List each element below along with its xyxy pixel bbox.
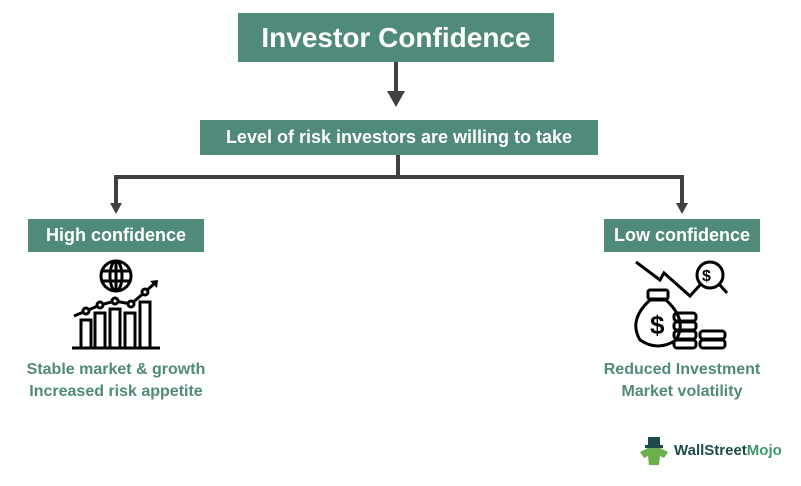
wallstreetmojo-logo-icon (640, 437, 668, 465)
subtitle-box: Level of risk investors are willing to t… (200, 120, 598, 155)
title-box: Investor Confidence (238, 13, 554, 62)
high-confidence-effects: Stable market & growth Increased risk ap… (0, 359, 232, 403)
arrow-down-icon (387, 91, 405, 107)
low-confidence-effects: Reduced Investment Market volatility (572, 359, 792, 403)
arrow-down-icon (676, 203, 688, 214)
effect-line: Increased risk appetite (29, 383, 203, 400)
globe-growth-chart-icon (72, 259, 160, 350)
low-confidence-box: Low confidence (604, 219, 760, 252)
high-confidence-box: High confidence (28, 219, 204, 252)
brand-mojo: Mojo (746, 442, 782, 459)
brand-name: WallStreetMojo (674, 442, 782, 459)
effect-line: Market volatility (621, 383, 743, 400)
money-bag-decline-icon (634, 260, 729, 350)
effect-line: Reduced Investment (603, 361, 761, 378)
svg-text:$: $ (650, 310, 665, 340)
brand-wall: WallStreet (674, 442, 747, 459)
effect-line: Stable market & growth (26, 361, 206, 378)
svg-text:$: $ (702, 268, 711, 285)
arrow-down-icon (110, 203, 122, 214)
